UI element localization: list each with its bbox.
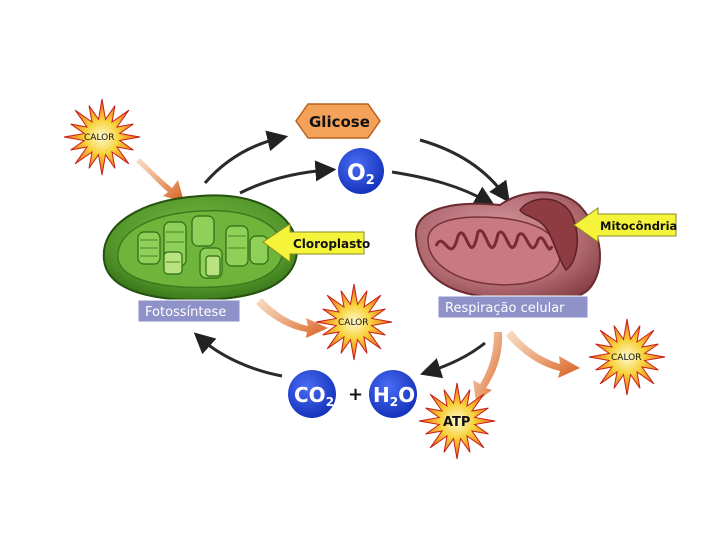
cycle-arrows [193, 130, 510, 379]
svg-text:O2: O2 [347, 161, 375, 188]
arrow-calor-to-chloroplast [136, 158, 184, 202]
glicose-molecule: Glicose [295, 103, 381, 139]
arrow-chloroplast-to-calor [256, 298, 328, 338]
glicose-label: Glicose [309, 113, 370, 131]
cloroplasto-label: Cloroplasto [293, 237, 370, 251]
calor-label-middle: CALOR [338, 318, 368, 328]
calor-burst-right: CALOR [588, 318, 666, 396]
arrow-respiration-to-h2o [419, 341, 486, 379]
respiracao-label: Respiração celular [445, 301, 565, 316]
atp-burst: ATP [418, 382, 496, 460]
calor-burst-top-left: CALOR [63, 98, 141, 176]
h2o-subscript: 2 [390, 395, 398, 409]
h2o-molecule: H2O [369, 370, 417, 418]
mitocondria-pointer: Mitocôndria [573, 207, 677, 243]
cloroplasto-pointer: Cloroplasto [262, 223, 370, 263]
thylakoid-stacks [137, 215, 269, 279]
fotossintese-label-box: Fotossíntese [137, 299, 241, 323]
arrow-chloroplast-to-glicose [203, 130, 289, 184]
mitocondria-label: Mitocôndria [600, 219, 677, 233]
respiracao-label-box: Respiração celular [437, 295, 589, 319]
arrow-respiration-to-atp [473, 332, 503, 402]
h2o-h: H [373, 383, 390, 407]
mitochondria-organelle [414, 191, 601, 304]
o2-symbol: O [347, 161, 366, 186]
arrow-co2-to-photosynthesis [193, 332, 283, 378]
fotossintese-label: Fotossíntese [145, 305, 226, 320]
calor-label-top-left: CALOR [84, 133, 114, 143]
calor-label-right: CALOR [611, 353, 641, 363]
svg-text:H2O: H2O [373, 383, 415, 409]
energy-arrows [136, 158, 580, 402]
atp-label: ATP [443, 415, 470, 430]
arrow-glicose-to-mitochondria [419, 138, 510, 203]
arrow-respiration-to-calor [506, 330, 580, 378]
co2-symbol: CO [294, 383, 326, 407]
h2o-o: O [398, 383, 415, 407]
svg-text:CO2: CO2 [294, 383, 334, 409]
o2-subscript: 2 [366, 173, 375, 188]
o2-molecule: O2 [338, 148, 384, 194]
co2-molecule: CO2 [288, 370, 336, 418]
co2-subscript: 2 [326, 395, 334, 409]
arrow-o2-to-mitochondria [391, 170, 496, 207]
cristae [434, 229, 554, 251]
arrow-chloroplast-to-o2 [239, 160, 337, 195]
calor-burst-middle: CALOR [315, 283, 393, 361]
plus-sign: + [348, 384, 363, 405]
chloroplast-organelle [102, 194, 298, 301]
